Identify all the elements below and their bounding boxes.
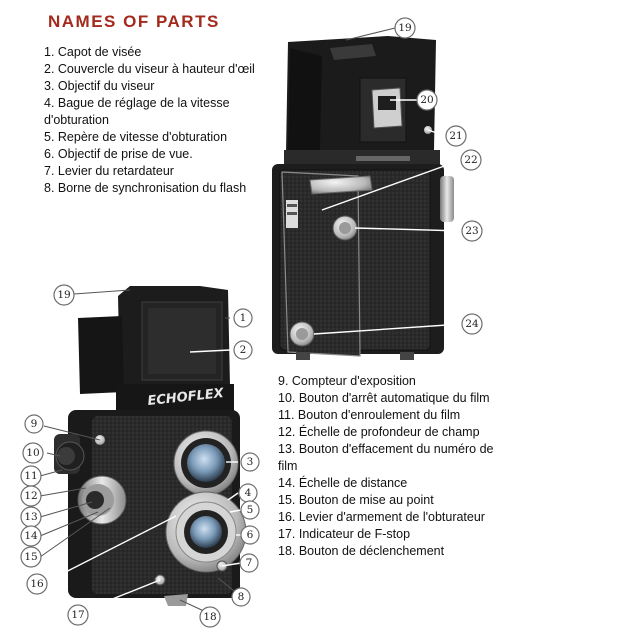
svg-text:10: 10 [26, 447, 39, 459]
callout-22: 22 [460, 149, 482, 171]
svg-text:8: 8 [238, 591, 245, 603]
svg-text:18: 18 [203, 611, 216, 623]
callout-14: 14 [20, 525, 42, 547]
callout-4: 4 [238, 483, 258, 503]
svg-text:21: 21 [449, 130, 462, 142]
callout-2: 2 [233, 340, 253, 360]
svg-text:1: 1 [240, 312, 247, 324]
svg-text:9: 9 [31, 418, 38, 430]
list-item: 15. Bouton de mise au point [278, 493, 434, 507]
callout-24: 24 [461, 313, 483, 335]
callout-10: 10 [22, 442, 44, 464]
svg-text:7: 7 [246, 557, 253, 569]
svg-text:20: 20 [420, 94, 433, 106]
callout-9: 9 [24, 414, 44, 434]
parts-list-right: 9. Compteur d'exposition 10. Bouton d'ar… [278, 373, 508, 560]
callout-15: 15 [20, 546, 42, 568]
callout-6: 6 [240, 525, 260, 545]
list-item: 14. Échelle de distance [278, 476, 408, 490]
svg-text:13: 13 [24, 511, 37, 523]
svg-text:3: 3 [247, 456, 254, 468]
list-item: 2. Couvercle du viseur à hauteur d'œil [44, 62, 255, 76]
svg-text:16: 16 [30, 578, 44, 590]
list-item: 17. Indicateur de F-stop [278, 527, 411, 541]
svg-text:2: 2 [240, 344, 247, 356]
leader-lines [39, 27, 463, 613]
svg-text:23: 23 [465, 225, 478, 237]
page-title: NAMES OF PARTS [48, 12, 220, 31]
list-item: 9. Compteur d'exposition [278, 374, 416, 388]
callout-7: 7 [239, 553, 259, 573]
callout-5: 5 [240, 500, 260, 520]
callout-11: 11 [20, 465, 42, 487]
svg-text:12: 12 [24, 490, 37, 502]
svg-text:24: 24 [465, 318, 479, 330]
callout-12: 12 [20, 485, 42, 507]
camera-front-view: ECHOFLEX [54, 286, 247, 606]
svg-text:15: 15 [24, 551, 37, 563]
callout-23: 23 [461, 220, 483, 242]
list-item: 8. Borne de synchronisation du flash [44, 181, 247, 195]
parts-list-left: 1. Capot de visée 2. Couvercle du viseur… [44, 44, 269, 197]
list-item: 5. Repère de vitesse d'obturation [44, 130, 228, 144]
svg-text:19: 19 [57, 289, 70, 301]
list-item: 18. Bouton de déclenchement [278, 544, 445, 558]
callout-8: 8 [231, 587, 251, 607]
list-item: 3. Objectif du viseur [44, 79, 155, 93]
svg-text:22: 22 [464, 154, 477, 166]
list-item: 16. Levier d'armement de l'obturateur [278, 510, 485, 524]
list-item: 12. Échelle de profondeur de champ [278, 425, 480, 439]
list-item: 10. Bouton d'arrêt automatique du film [278, 391, 490, 405]
list-item: 13. Bouton d'effacement du numéro de fil… [278, 442, 494, 473]
list-item: 4. Bague de réglage de la vitesse d'obtu… [44, 96, 230, 127]
callout-17: 17 [67, 604, 89, 626]
callout-13: 13 [20, 506, 42, 528]
callout-18: 18 [199, 606, 221, 628]
svg-text:6: 6 [247, 529, 254, 541]
list-item: 6. Objectif de prise de vue. [44, 147, 193, 161]
callout-16: 16 [26, 573, 48, 595]
list-item: 11. Bouton d'enroulement du film [278, 408, 461, 422]
list-item: 1. Capot de visée [44, 45, 142, 59]
callout-19-front: 19 [53, 284, 75, 306]
svg-text:5: 5 [247, 504, 254, 516]
svg-text:17: 17 [71, 609, 84, 621]
callout-3: 3 [240, 452, 260, 472]
callout-20: 20 [416, 89, 438, 111]
callout-19-back: 19 [394, 17, 416, 39]
camera-back-view [272, 36, 454, 360]
callout-21: 21 [445, 125, 467, 147]
svg-text:19: 19 [398, 22, 411, 34]
list-item: 7. Levier du retardateur [44, 164, 174, 178]
svg-text:4: 4 [245, 487, 252, 499]
svg-text:11: 11 [24, 470, 37, 482]
callout-1: 1 [233, 308, 253, 328]
svg-text:14: 14 [24, 530, 38, 542]
